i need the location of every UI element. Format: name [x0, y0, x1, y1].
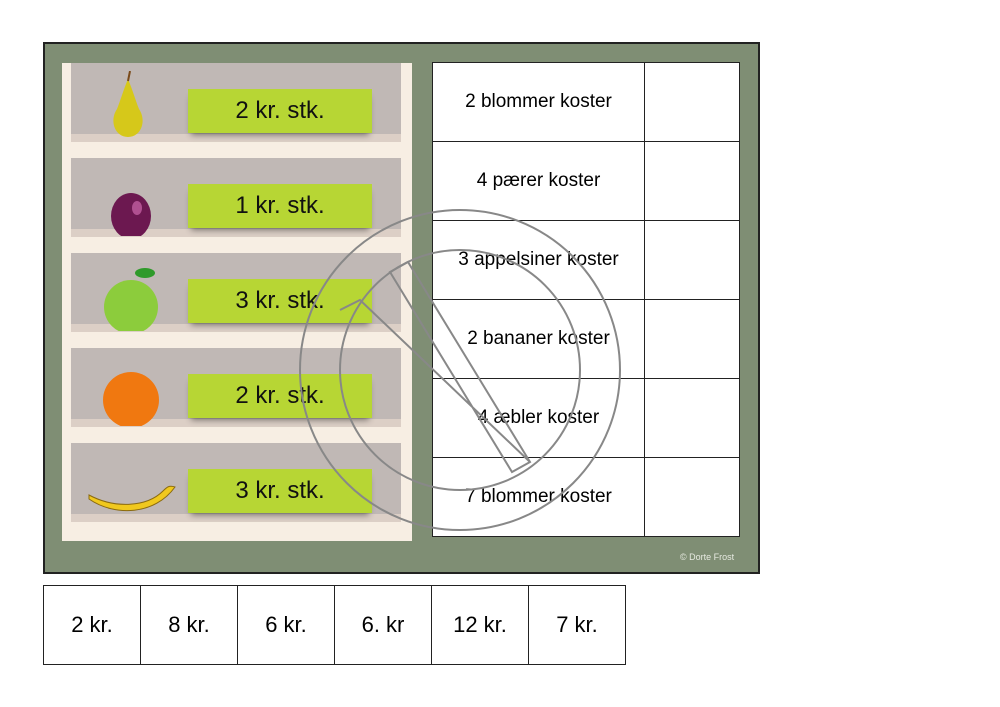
price-label: 2 kr. stk.: [188, 374, 372, 418]
answer-card[interactable]: 2 kr.: [43, 585, 141, 665]
price-label: 3 kr. stk.: [188, 469, 372, 513]
question-cell: 4 pærer koster: [432, 141, 645, 221]
question-cell: 7 blommer koster: [432, 457, 645, 537]
shelf-row: 1 kr. stk.: [71, 158, 401, 237]
answer-drop-cell[interactable]: [644, 220, 740, 300]
table-row: 4 æbler koster: [432, 378, 740, 458]
banana-icon: [88, 485, 176, 512]
answer-drop-cell[interactable]: [644, 62, 740, 142]
price-label: 2 kr. stk.: [188, 89, 372, 133]
answer-card[interactable]: 6. kr: [334, 585, 432, 665]
pear-icon: [113, 71, 143, 137]
answer-card[interactable]: 6 kr.: [237, 585, 335, 665]
answer-card[interactable]: 7 kr.: [528, 585, 626, 665]
plum-icon: [111, 193, 151, 236]
shelf-row: 3 kr. stk.: [71, 253, 401, 332]
price-label: 3 kr. stk.: [188, 279, 372, 323]
table-row: 4 pærer koster: [432, 141, 740, 221]
table-row: 2 bananer koster: [432, 299, 740, 379]
answer-drop-cell[interactable]: [644, 141, 740, 221]
question-table: 2 blommer koster 4 pærer koster 3 appels…: [432, 62, 740, 537]
table-row: 7 blommer koster: [432, 457, 740, 537]
table-row: 3 appelsiner koster: [432, 220, 740, 300]
answer-card[interactable]: 12 kr.: [431, 585, 529, 665]
answer-cards: 2 kr. 8 kr. 6 kr. 6. kr 12 kr. 7 kr.: [43, 585, 626, 665]
orange-icon: [103, 372, 159, 426]
apple-icon: [104, 268, 158, 331]
answer-drop-cell[interactable]: [644, 299, 740, 379]
shelf-row: 2 kr. stk.: [71, 63, 401, 142]
shelf-row: 3 kr. stk.: [71, 443, 401, 522]
price-label: 1 kr. stk.: [188, 184, 372, 228]
table-row: 2 blommer koster: [432, 62, 740, 142]
question-cell: 3 appelsiner koster: [432, 220, 645, 300]
shelf-row: 2 kr. stk.: [71, 348, 401, 427]
answer-drop-cell[interactable]: [644, 457, 740, 537]
answer-card[interactable]: 8 kr.: [140, 585, 238, 665]
question-cell: 2 bananer koster: [432, 299, 645, 379]
fruit-shelf: 2 kr. stk. 1 kr. stk. 3 kr. stk. 2 kr. s…: [62, 63, 412, 541]
copyright: © Dorte Frost: [680, 552, 735, 562]
question-cell: 2 blommer koster: [432, 62, 645, 142]
question-cell: 4 æbler koster: [432, 378, 645, 458]
answer-drop-cell[interactable]: [644, 378, 740, 458]
